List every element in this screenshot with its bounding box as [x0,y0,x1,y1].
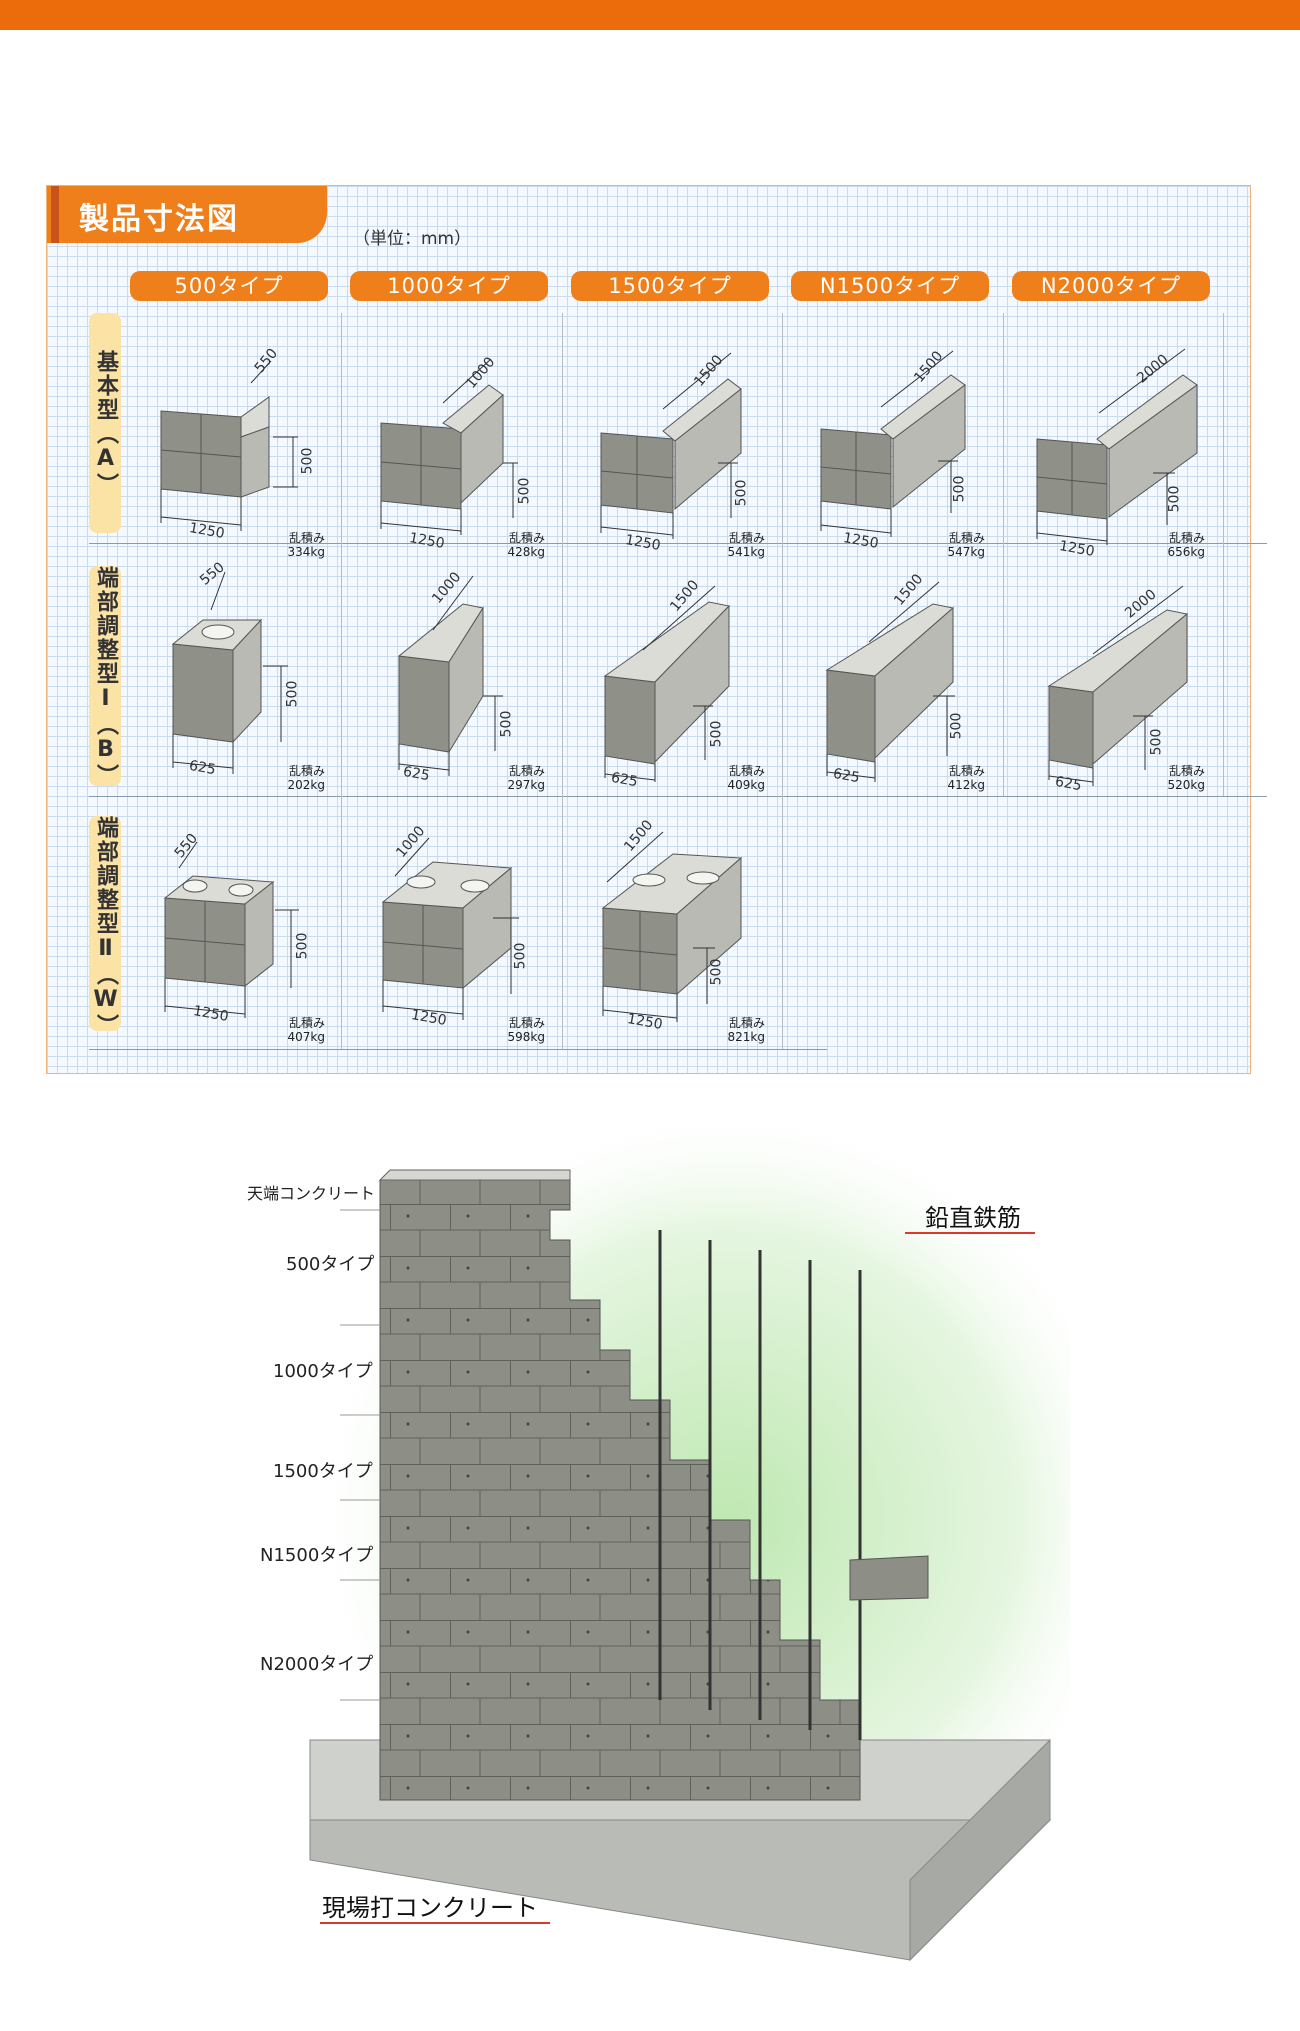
block-illustration [603,585,730,782]
label-n1500-type: N1500タイプ [260,1545,374,1566]
label-vertical-rebar: 鉛直鉄筋 [925,1204,1021,1232]
height-dim: 500 [299,447,316,475]
col-divider [782,313,783,1049]
height-dim: 500 [498,710,515,738]
height-dim: 500 [708,720,725,748]
col-divider [1223,313,1224,796]
label-top-concrete: 天端コンクリート [247,1184,376,1203]
block-illustration [601,831,743,1022]
label-500-type: 500タイプ [286,1254,375,1275]
callout-underline [320,1922,550,1924]
block-illustration [163,841,299,1018]
block-illustration [171,571,288,774]
row-label-b: 端部調整型Ⅰ（B） [89,566,121,788]
col-divider [341,313,342,1049]
label-1500-type: 1500タイプ [273,1461,373,1482]
block-illustration [381,837,519,1020]
type-header-1500: 1500タイプ [571,271,769,301]
block-illustration [825,581,955,782]
row-divider [89,1049,827,1050]
row-label-w: 端部調整型Ⅱ（W） [89,816,121,1038]
block-illustration [1047,585,1189,786]
height-dim: 500 [948,712,965,740]
wall-structure-diagram: 天端コンクリート 500タイプ 1000タイプ 1500タイプ N1500タイプ… [210,1100,1110,1980]
unit-note: （単位：mm） [353,229,472,249]
title-accent [51,186,59,243]
top-accent-bar [0,0,1300,30]
height-dim: 500 [708,958,725,986]
col-divider [1003,313,1004,796]
row-divider [89,543,1267,544]
panel-title-tab: 製品寸法図 [47,186,327,243]
block-illustration [600,352,742,539]
height-dim: 500 [733,479,750,507]
block-illustration [160,360,298,531]
type-header-1000: 1000タイプ [350,271,548,301]
type-header-500: 500タイプ [130,271,328,301]
type-header-n1500: N1500タイプ [791,271,989,301]
dimension-panel: 製品寸法図 （単位：mm） 500タイプ 1000タイプ 1500タイプ N15… [46,185,1267,1074]
wall-illustration [309,1100,1070,1962]
height-dim: 500 [951,475,968,503]
row-label-a: 基本型（A） [89,313,121,533]
height-dim: 500 [284,680,301,708]
col-divider [562,313,563,1049]
label-cast-concrete: 現場打コンクリート [322,1894,538,1922]
block-illustration [380,358,518,535]
height-dim: 500 [1148,728,1165,756]
height-dim: 500 [516,477,533,505]
block-illustration [820,350,966,537]
height-dim: 500 [512,942,529,970]
label-1000-type: 1000タイプ [273,1361,373,1382]
height-dim: 500 [1166,485,1183,513]
label-n2000-type: N2000タイプ [260,1654,374,1675]
type-header-n2000: N2000タイプ [1012,271,1210,301]
block-illustration [397,575,503,776]
callout-underline [905,1232,1035,1234]
row-divider [89,796,1267,797]
panel-title: 製品寸法図 [79,202,239,237]
block-illustration [1036,348,1198,545]
height-dim: 500 [294,932,311,960]
